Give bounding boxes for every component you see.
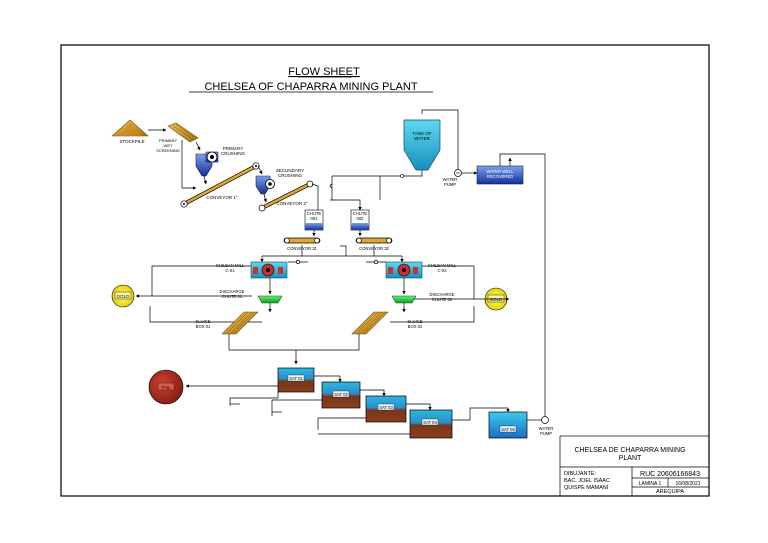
discharge-02-label-b: CHUTE 02: [432, 297, 453, 302]
title-block: [559, 435, 710, 497]
sat-02: [321, 381, 361, 409]
primary-wet-label-2: WET: [164, 143, 173, 148]
chute-002-label-a: CHUTE: [353, 211, 368, 216]
conveyor-1: [180, 162, 260, 208]
gold-left-label: GOLD: [117, 294, 131, 299]
chilean-mill-c02: [385, 261, 423, 279]
chute-001-label-b: 001: [311, 216, 319, 221]
discharge-chute-02: [391, 295, 417, 304]
city: AREQUIPA: [656, 489, 684, 495]
conveyor-1-label: CONVEYOR 1°: [206, 195, 238, 200]
water-pump-bottom-label-2: PUMP: [540, 431, 552, 436]
tank-of-water: [403, 119, 441, 171]
secondary-crushing-label-2: CRUSHING: [278, 173, 303, 178]
title-line-2: CHELSEA OF CHAPARRA MINING PLANT: [204, 81, 417, 93]
ruc-number: RUC 20606166843: [640, 471, 700, 478]
water-pump-top-label-1: WATER: [443, 177, 458, 182]
primary-wet-screening: [167, 122, 199, 143]
sluice-02-label-a: SLUICE: [407, 319, 422, 324]
sluice-box-02: [351, 311, 389, 335]
sat-05: [488, 411, 528, 439]
conveyor-2: [258, 180, 314, 212]
sat-02-label: SAT 02: [334, 392, 348, 397]
water-well-label-1: WATER WELL: [486, 169, 514, 174]
water-lines: [329, 109, 546, 410]
secondary-crusher: [255, 175, 275, 195]
water-pump-top-label-2: PUMP: [444, 182, 456, 187]
mill-c02-label-a: CHILEAN MILL: [428, 263, 457, 268]
sluice-01-label-a: SLUICE: [195, 319, 210, 324]
sat-03: [365, 395, 407, 423]
sluice-01-label-b: BOX 01: [196, 324, 211, 329]
conveyor-2-label: CONVEYOR 2°: [276, 201, 308, 206]
stockpile: [111, 119, 149, 137]
sheet-number: LAMINA 1: [639, 481, 662, 487]
sat-04: [409, 409, 453, 439]
sat-01-label: SAT 01: [289, 376, 303, 381]
primary-wet-label-3: SCREENING: [156, 148, 180, 153]
sat-04-label: SAT 04: [423, 420, 437, 425]
tank-water-label-2: WATER: [414, 136, 430, 141]
sat-lines: [185, 375, 549, 435]
water-pump-top: [454, 169, 462, 177]
water-pump-bottom-label-1: WATER: [539, 426, 554, 431]
mill-c02-label-b: C-02: [437, 268, 447, 273]
primary-crushing-label-2: CRUSHING: [221, 151, 246, 156]
stockpile-label: STOCKPILE: [119, 139, 144, 144]
sheet-date: 16/08/2021: [675, 481, 700, 487]
gold-left: [111, 284, 135, 308]
sat-01: [277, 367, 315, 393]
title-block-name-2: PLANT: [619, 455, 642, 462]
discharge-02-label-a: DISCHARGE: [430, 292, 455, 297]
discharge-01-label-b: CHUTE 01: [222, 294, 243, 299]
drawer-label: DIBUJANTE:: [564, 471, 597, 477]
tail-label: TAIL: [161, 385, 171, 390]
drawer-name-1: BAC. JOEL ISAAC: [564, 478, 610, 484]
sluice-02-label-b: BOX 02: [408, 324, 423, 329]
chilean-mill-c01: [250, 261, 288, 279]
title-line-1: FLOW SHEET: [288, 66, 360, 78]
primary-crusher: [195, 151, 219, 177]
tail: [148, 369, 184, 405]
tank-water-label-1: TANK OF: [412, 131, 431, 136]
water-well-label-2: RECOVERED: [487, 174, 514, 179]
primary-crushing-label-1: PRIMARY: [223, 146, 243, 151]
chute-001-label-a: CHUTE: [307, 211, 322, 216]
conveyor-32: [355, 237, 393, 244]
mill-c01-label-b: C-01: [225, 268, 235, 273]
drawer-name-2: QUISPE MAMANI: [564, 485, 609, 491]
primary-wet-label-1: PRIMARY: [159, 138, 177, 143]
conveyor-31: [283, 237, 321, 244]
sheet-border: [60, 44, 710, 497]
mill-c01-label-a: CHILEAN MILL: [216, 263, 245, 268]
sat-05-label: SAT 05: [501, 427, 515, 432]
chute-002-label-b: 002: [357, 216, 365, 221]
secondary-crushing-label-1: SECUNDARY: [276, 168, 304, 173]
discharge-01-label-a: DISCHARGE: [220, 289, 245, 294]
mill-feed-lines: [260, 245, 404, 263]
sluice-box-01: [221, 311, 259, 335]
flow-lines-crushing: [148, 128, 362, 211]
title-block-name-1: CHELSEA DE CHAPARRA MINING: [574, 447, 685, 454]
sat-03-label: SAT 03: [379, 405, 393, 410]
discharge-chute-01: [257, 295, 283, 304]
